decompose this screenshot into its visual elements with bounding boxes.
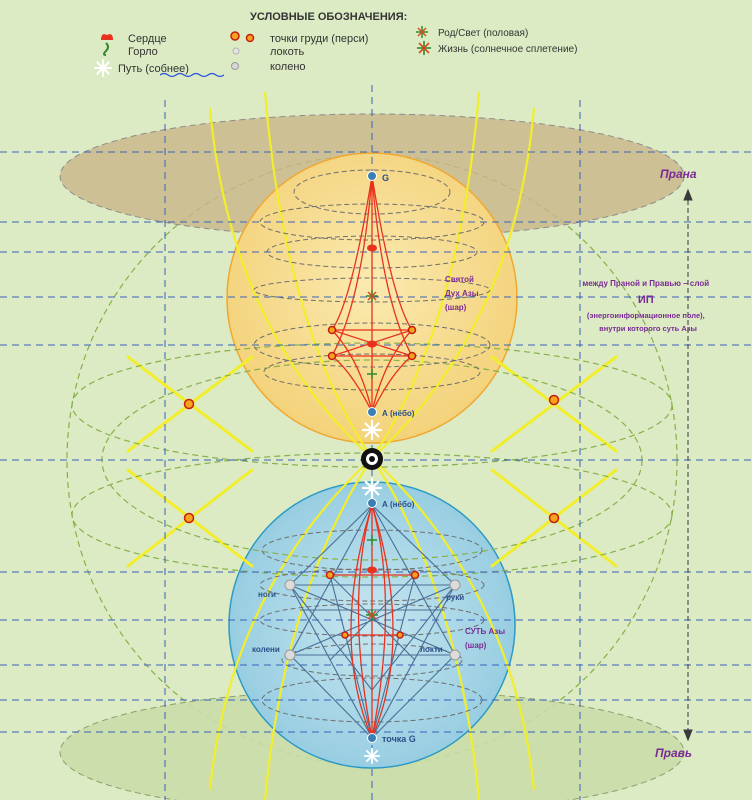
label-prav: Правь [655,746,692,760]
label-essence: СУТЬ Азы (шар) [465,627,507,650]
legend-item-breast: точки груди (перси) [270,33,368,45]
label-point-g: точка G [382,734,416,744]
label-arms: руки [446,593,464,602]
label-between-layer: между Праной и Правью – слой ИП (энергои… [582,273,713,333]
center-point-icon [361,448,383,470]
label-a-upper: А (нёбо) [382,409,415,418]
throat-icon [103,42,109,56]
path-star-bottom [364,748,380,764]
legend-title: УСЛОВНЫЕ ОБОЗНАЧЕНИЯ: [250,11,407,23]
label-prana: Прана [660,167,697,181]
life-icon [417,41,431,55]
path-star-lower [362,478,382,498]
rod-svet-icon [416,26,428,38]
label-knees: колени [252,645,280,654]
layer-arrow [683,188,693,742]
breast-points-icon [230,31,255,43]
label-a-lower: А (нёбо) [382,500,415,509]
grid-lines [0,85,752,800]
legend-item-throat: Горло [128,46,158,58]
path-star-upper [362,420,382,440]
label-elbows: локти [420,645,443,654]
life-marks [366,290,378,621]
label-spirit: Святой Дух Азы (шар) [445,275,481,312]
legend-item-elbow: локоть [270,46,305,58]
path-star-icon [94,59,112,77]
label-legs: ноги [258,590,276,599]
heart-nodes [367,244,377,574]
joint-nodes [284,579,461,661]
legend-item-life: Жизнь (солнечное сплетение) [438,44,577,55]
legend-item-rod-svet: Род/Свет (половая) [438,28,528,39]
label-g-top: G [382,173,389,183]
knee-dot-icon [231,62,239,70]
legend-item-heart: Сердце [128,33,167,45]
elbow-dot-icon [232,47,240,55]
legend-item-knee: колено [270,61,306,73]
heart-icon [101,34,113,40]
yellow-arcs [208,91,536,800]
legend-item-path: Путь (собнее) [118,63,189,75]
a-g-nodes [367,171,377,743]
legend-squiggle [159,72,225,78]
breast-points [183,325,560,639]
